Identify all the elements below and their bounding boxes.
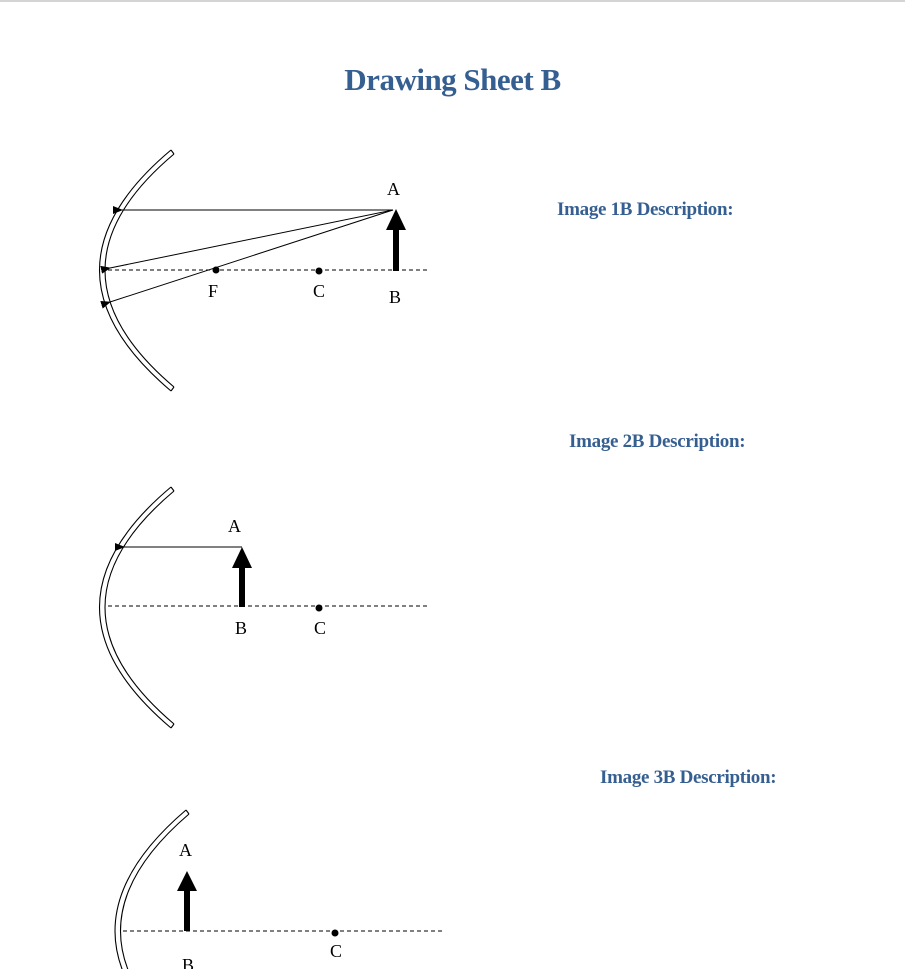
center-point-dot <box>331 929 339 937</box>
label-f: F <box>208 281 218 301</box>
concave-mirror-icon <box>114 809 190 969</box>
diagram-3b: A B C <box>114 809 445 969</box>
image-3b-description-label: Image 3B Description: <box>600 767 777 788</box>
label-b: B <box>389 287 401 307</box>
label-c: C <box>330 941 342 961</box>
center-point-dot <box>315 604 323 612</box>
diagram-1b: A F C B <box>99 149 430 392</box>
label-c: C <box>313 281 325 301</box>
page-title: Drawing Sheet B <box>344 62 561 97</box>
concave-mirror-icon <box>99 486 175 729</box>
center-point-dot <box>315 267 323 275</box>
label-a: A <box>387 179 400 199</box>
label-b: B <box>235 618 247 638</box>
label-b: B <box>182 955 194 969</box>
label-a: A <box>228 516 241 536</box>
label-c: C <box>314 618 326 638</box>
image-1b-description-label: Image 1B Description: <box>557 199 734 220</box>
image-2b-description-label: Image 2B Description: <box>569 431 746 452</box>
object-arrow-icon <box>232 547 252 607</box>
object-arrow-icon <box>386 209 406 271</box>
top-border <box>0 0 905 2</box>
ray-to-vertex <box>100 209 394 274</box>
ray-through-focus <box>100 209 394 309</box>
object-arrow-icon <box>177 871 197 931</box>
label-a: A <box>179 840 192 860</box>
diagram-2b: A B C <box>99 486 430 729</box>
focal-point-dot <box>212 266 220 274</box>
